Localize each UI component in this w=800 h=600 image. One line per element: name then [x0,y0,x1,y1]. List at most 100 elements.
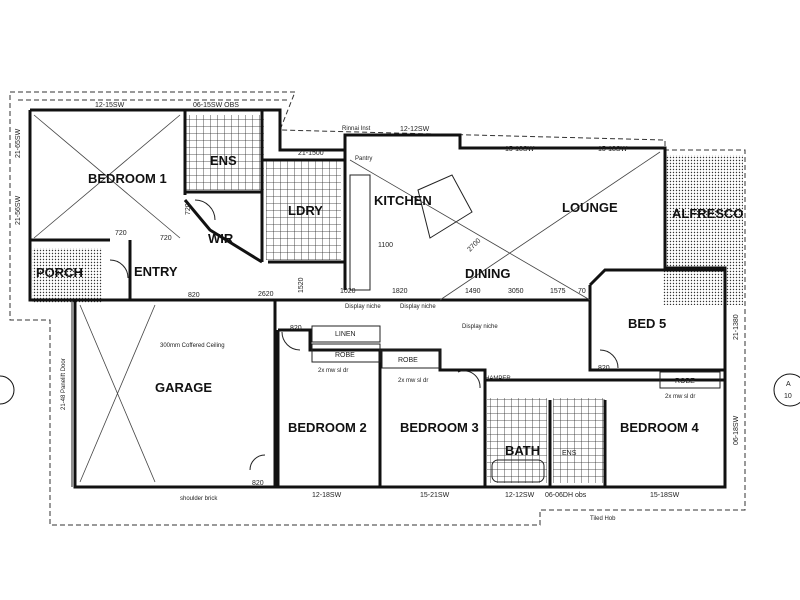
label-shoulder-brick: shoulder brick [180,496,218,502]
alfresco-area [663,155,743,305]
ceiling-diag-6 [439,151,661,301]
wc-tiles [553,398,605,483]
porch-area [32,248,102,303]
room-label-laundry: LDRY [288,203,323,218]
ensuite-walls [183,110,264,264]
laundry-tiles [266,160,341,260]
dim-label-13: 1100 [378,242,393,249]
label-hamper: HAMPER [485,376,511,382]
window-label-11: 12-12SW [505,492,535,499]
label-wc: ENS [562,450,577,457]
label-robe-door-bed3: 2x mw sl dr [398,378,428,384]
room-label-bedroom4: BEDROOM 4 [620,420,700,435]
dim-label-2: 2620 [258,291,274,298]
dim-label-14: 2700 [466,237,482,253]
ceiling-diag-5 [349,159,591,301]
dim-label-9: 70 [578,288,586,295]
dim-label-1: 820 [188,292,200,299]
label-pantry: Pantry [355,156,372,162]
window-label-12: 06-06DH obs [545,492,587,499]
hall-wall [275,298,725,372]
label-robe-bed4: ROBE [675,378,695,385]
room-label-garage: GARAGE [155,380,212,395]
kitchen-bench [349,174,371,291]
dim-label-17: 720 [160,235,172,242]
roof-outline [9,91,746,526]
room-label-porch: PORCH [36,265,83,280]
label-linen: LINEN [335,331,356,338]
label-panelift: 21-48 Panelift Door [61,358,67,410]
ceiling-diag-2 [33,114,181,239]
bedroom1-walls [30,110,187,300]
label-robe-bed3: ROBE [398,357,418,364]
room-label-bedroom3: BEDROOM 3 [400,420,479,435]
room-label-alfresco: ALFRESCO [672,206,744,221]
door-swing-hall [457,370,481,389]
robe-bed4 [659,371,721,389]
door-swing-bed2 [281,331,301,351]
room-label-kitchen: KITCHEN [374,193,432,208]
ceiling-diag-4 [79,304,156,483]
window-label-1: 12-15SW [95,102,125,109]
window-label-9: 12-18SW [312,492,342,499]
door-swing-ensuite [194,199,216,221]
window-label-4: 12-12SW [400,126,430,133]
dim-label-5: 1820 [392,288,408,295]
window-label-7: 21-65SW [15,128,22,158]
room-label-dining: DINING [465,266,511,281]
window-label-13: 15-18SW [650,492,680,499]
dim-label-3: 1520 [298,277,305,293]
label-tiled-hob: Tiled Hob [590,516,616,522]
linen-cupboard [311,325,381,343]
laundry-walls [262,150,347,290]
dim-label-7: 3050 [508,288,524,295]
label-coffered-ceiling: 300mm Coffered Ceiling [160,343,225,349]
window-label-8: 21-56SW [15,195,22,225]
section-marker-number: 10 [784,393,792,400]
label-robe-door-bed4: 2x mw sl dr [665,394,695,400]
label-robe-door-bed2: 2x mw sl dr [318,368,348,374]
dim-label-6: 1490 [465,288,481,295]
section-marker-letter: A [786,381,791,388]
room-label-wir: WIR [208,231,234,246]
dim-label-15: 720 [185,203,192,215]
label-rinnai: Rinnai Inst [342,126,371,132]
room-label-lounge: LOUNGE [562,200,618,215]
label-robe-bed2: ROBE [335,352,355,359]
door-swing-bed4 [599,349,619,369]
window-label-2: 06-15SW OBS [193,102,239,109]
bedroom-partitions [276,328,725,487]
exterior-walls [28,108,727,489]
room-label-ens: ENS [210,153,237,168]
dim-label-4: 1020 [340,288,356,295]
section-marker [773,373,800,407]
dim-label-8: 1575 [550,288,566,295]
dim-label-16: 720 [115,230,127,237]
dim-label-10: 820 [290,325,302,332]
bed5-walls [588,268,725,300]
room-label-entry: ENTRY [134,264,178,279]
window-label-14: 06-18SW [733,415,740,445]
window-label-3: 21-1500 [298,150,324,157]
room-label-bed5: BED 5 [628,316,666,331]
ensuite-tiles [184,115,264,190]
robe-bed2 [311,343,381,363]
window-label-10: 15-21SW [420,492,450,499]
label-display-niche-3: Display niche [462,324,498,330]
window-label-5: 15-18SW [505,146,535,153]
bathtub [491,459,545,483]
label-display-niche-1: Display niche [345,304,381,310]
room-label-bedroom2: BEDROOM 2 [288,420,367,435]
door-swing-garage [249,454,266,471]
door-swing-entry [109,259,129,279]
label-display-niche-2: Display niche [400,304,436,310]
kitchen-island [417,174,473,239]
section-marker-left [0,375,15,405]
dim-label-11: 820 [598,365,610,372]
window-label-15: 21-1380 [733,314,740,340]
bath-tiles [487,398,547,483]
room-label-bath: BATH [505,443,540,458]
robe-bed3 [381,349,441,369]
room-label-bedroom1: BEDROOM 1 [88,171,167,186]
